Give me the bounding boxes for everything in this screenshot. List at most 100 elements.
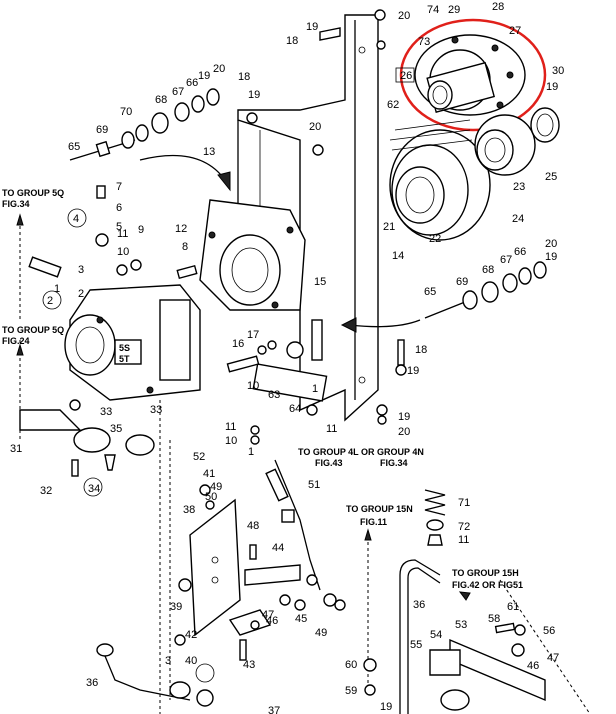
callout: 46 [527,660,539,672]
callout: 50 [205,491,217,503]
callout: 3 [165,655,171,667]
callout: 49 [315,627,327,639]
callout: 14 [392,250,404,262]
hardware-mid [176,264,328,445]
callout: 53 [455,619,467,631]
callout: 74 [427,4,439,16]
callout: 67 [172,86,184,98]
callout: 47 [547,652,559,664]
callout: 24 [512,213,524,225]
callout: 56 [543,625,555,637]
callout: 1 [312,383,318,395]
callout-numbers: 20 19 18 74 29 28 27 73 26 30 19 62 70 6… [10,1,564,714]
callout: 65 [68,141,80,153]
arrow-right-head [340,317,357,333]
callout: 20 [398,426,410,438]
callout: 10 [225,435,237,447]
callout: 66 [186,77,198,89]
callout: 71 [458,497,470,509]
callout: 26 [400,70,412,82]
arrow-upper [139,154,226,181]
callout: 36 [413,599,425,611]
callout: 4 [73,213,79,225]
callout: 31 [10,443,22,455]
callout: 27 [509,25,521,37]
ref-fig-24: FIG.24 [2,336,30,346]
callout: 32 [40,485,52,497]
callout: 21 [383,221,395,233]
callout: 59 [345,685,357,697]
callout: 19 [380,701,392,713]
callout: 28 [492,1,504,13]
bolt-string-upper-left [69,88,220,161]
callout: 38 [183,504,195,516]
callout: 12 [175,223,187,235]
hardware-lower [96,484,346,707]
callout: 72 [458,521,470,533]
hydraulic-pump: 5S 5T [64,284,201,401]
callout: 16 [232,338,244,350]
circled-callouts [42,67,415,683]
arrow-upper-head [217,171,231,192]
callout: 19 [198,70,210,82]
callout: 51 [308,479,320,491]
callout: 18 [238,71,250,83]
callout: 44 [272,542,284,554]
callout: 19 [306,21,318,33]
callout: 23 [513,181,525,193]
callout: 8 [182,241,188,253]
callout: 47 [262,609,274,621]
callout: 36 [86,677,98,689]
callout: 52 [193,451,205,463]
callout: 69 [96,124,108,136]
callout: 1 [248,446,254,458]
callout: 11 [326,423,337,435]
ref-group-5q-mid: TO GROUP 5Q [2,325,64,335]
hardware-left [19,185,155,477]
callout: 19 [545,251,557,263]
ref-group-15h: TO GROUP 15H [452,568,519,578]
pump-plate-line1: 5S [119,343,130,353]
ref-group-5q-top: TO GROUP 5Q [2,188,64,198]
callout: 19 [248,89,260,101]
callout: 25 [545,171,557,183]
ref-fig-11: FIG.11 [360,517,387,527]
bolt-string-right-mid [424,261,547,319]
drive-pulley [389,107,560,241]
ref-fig-34-mid: FIG.34 [380,458,408,468]
callout: 18 [286,35,298,47]
callout: 55 [410,639,422,651]
callout: 19 [407,365,419,377]
callout: 5 [116,221,122,233]
callout: 6 [116,202,122,214]
callout: 11 [117,228,128,240]
callout: 20 [398,10,410,22]
leader-arrowhead [16,343,24,356]
hardware-right [246,9,526,696]
callout: 34 [88,483,100,495]
callout: 9 [138,224,144,236]
ref-fig-34-top: FIG.34 [2,199,30,209]
callout: 39 [170,601,182,613]
callout: 40 [185,655,197,667]
callout: 43 [243,659,255,671]
callout: 33 [100,406,112,418]
callout: 22 [429,233,441,245]
callout: 61 [507,601,519,613]
callout: 10 [117,246,129,258]
pump-mount-bracket [199,199,306,311]
callout: 1 [54,283,60,295]
callout: 20 [545,238,557,250]
callout: 19 [546,81,558,93]
callout: 11 [458,534,469,546]
leader-arrowhead [458,591,471,601]
callout: 17 [247,329,259,341]
callout: 29 [448,4,460,16]
leader-arrowhead [364,528,372,541]
callout: 49 [210,481,222,493]
callout: 68 [482,264,494,276]
callout: 7 [116,181,122,193]
pump-plate-line2: 5T [119,354,130,364]
callout: 58 [488,613,500,625]
callout: 46 [266,615,278,627]
